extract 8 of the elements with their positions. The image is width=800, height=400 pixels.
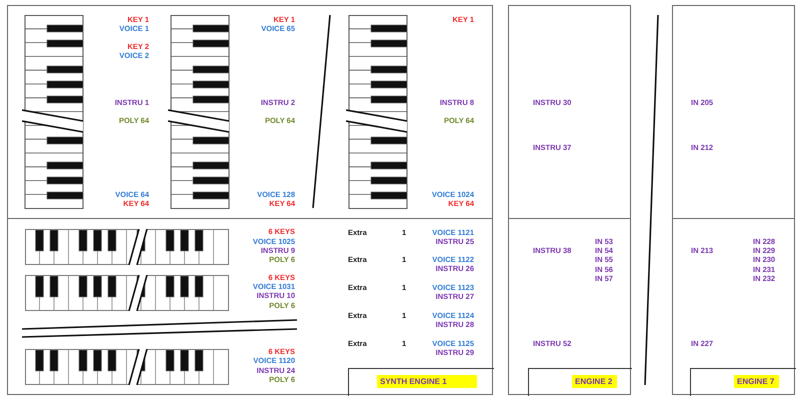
engine-label-box: [690, 368, 796, 396]
engine-panel: [508, 5, 631, 395]
engine-label-box: [528, 368, 632, 396]
engine-panel: [672, 5, 795, 395]
engine-name-label: ENGINE 2: [572, 375, 617, 388]
engine-name-label: ENGINE 7: [734, 375, 779, 388]
engine-name-label: SYNTH ENGINE 1: [377, 375, 477, 388]
engine-label-box: [348, 368, 494, 396]
